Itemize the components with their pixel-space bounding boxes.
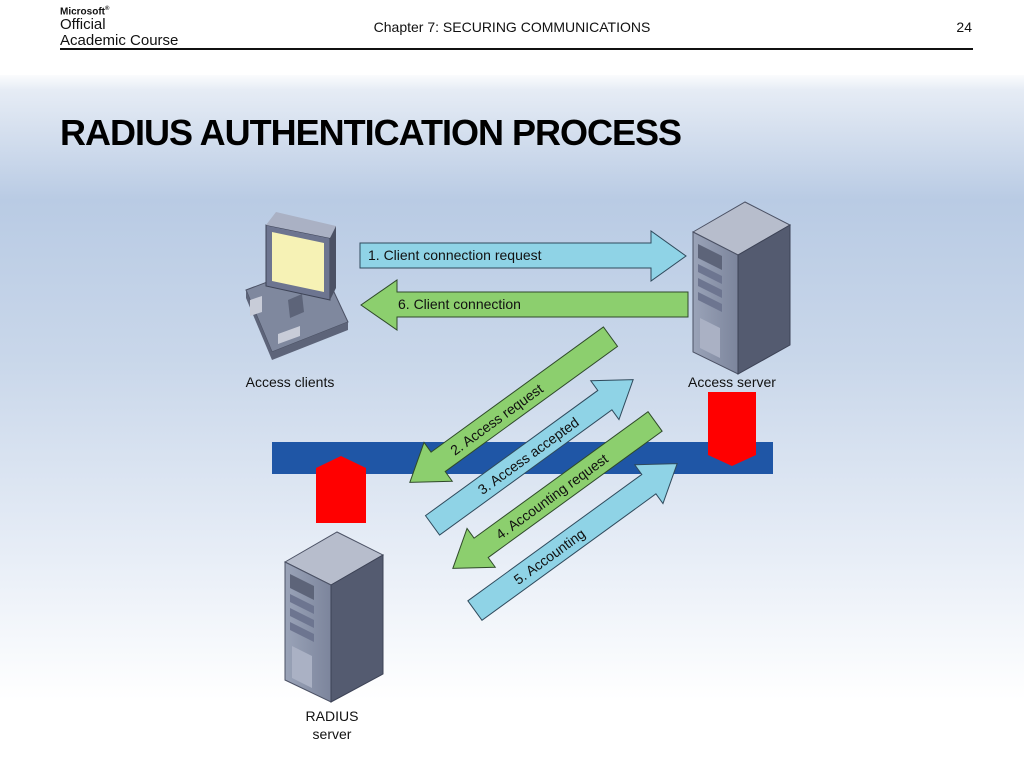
arrow-label: 5. Accounting [511,525,588,587]
arrow-client-connection: 6. Client connection [360,279,689,331]
arrow-shape [424,379,634,536]
arrow-shape [452,411,663,569]
header-band [0,0,1024,75]
access-server-connector [708,392,756,466]
access-server-icon [691,201,792,375]
logo-line-2: Academic Course [60,32,179,50]
radius-server-label: RADIUS server [272,707,392,743]
radius-server-connector [316,456,366,523]
arrow-label: 6. Client connection [398,296,521,312]
slide-title: RADIUS AUTHENTICATION PROCESS [60,112,682,153]
access-server-label: Access server [688,374,776,390]
access-client-computer-icon [245,212,349,360]
arrow-shape [409,326,619,483]
access-clients-label: Access clients [245,374,335,390]
logo-line-1: Official [60,16,106,34]
logo-brand: Microsoft® [60,6,110,18]
arrow-label: 1. Client connection request [368,247,542,263]
arrow-shape [360,279,689,331]
radius-server-label-line2: server [312,726,352,742]
arrow-client-connection-request: 1. Client connection request [359,230,687,282]
logo: Microsoft® Official Academic Course [60,4,178,49]
radius-server-icon [283,531,385,703]
radius-server-label-line1: RADIUS [305,708,359,724]
page-number: 24 [956,19,972,35]
arrow-shape [359,230,687,282]
arrow-shape [467,463,678,621]
header-rule [60,48,973,50]
chapter-title: Chapter 7: SECURING COMMUNICATIONS [373,19,651,35]
